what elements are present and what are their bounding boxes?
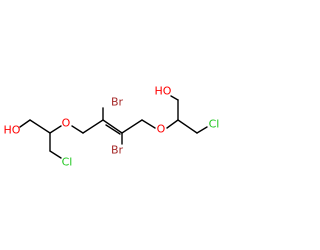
bond-ho-c1-left xyxy=(19,119,31,128)
atom-label-layer: HO O Cl Br Br O HO Cl xyxy=(4,85,220,169)
bond-c3-cl-right xyxy=(196,126,208,134)
bond-ch2-ca xyxy=(82,119,104,134)
chemical-structure: HO O Cl Br Br O HO Cl xyxy=(4,85,220,169)
bond-ca-cb-double-2 xyxy=(105,124,121,135)
bond-o-c2-right xyxy=(166,119,179,129)
atom-label-br-bottom: Br xyxy=(111,144,124,157)
bond-c2-o-left xyxy=(49,125,62,134)
bond-c2-c3-right xyxy=(177,119,198,134)
bond-ca-cb-double-1 xyxy=(102,119,123,134)
atom-label-o-ether-right: O xyxy=(157,123,166,136)
atom-label-br-top: Br xyxy=(111,96,124,109)
atom-label-ho-left: HO xyxy=(4,124,21,137)
bond-cb-ch2 xyxy=(121,119,143,134)
bond-c1-c2-left xyxy=(29,119,51,134)
bond-ch2-o-right xyxy=(141,119,156,129)
bond-layer xyxy=(19,95,208,159)
atom-label-cl-left: Cl xyxy=(62,156,73,169)
bond-c1-oh-right xyxy=(170,95,179,101)
atom-label-ho-right: HO xyxy=(155,85,172,98)
atom-label-cl-right: Cl xyxy=(209,118,220,131)
atom-label-o-ether-left: O xyxy=(62,117,71,130)
bond-o-ch2-left xyxy=(71,125,84,134)
bond-c3-cl-left xyxy=(49,150,62,159)
